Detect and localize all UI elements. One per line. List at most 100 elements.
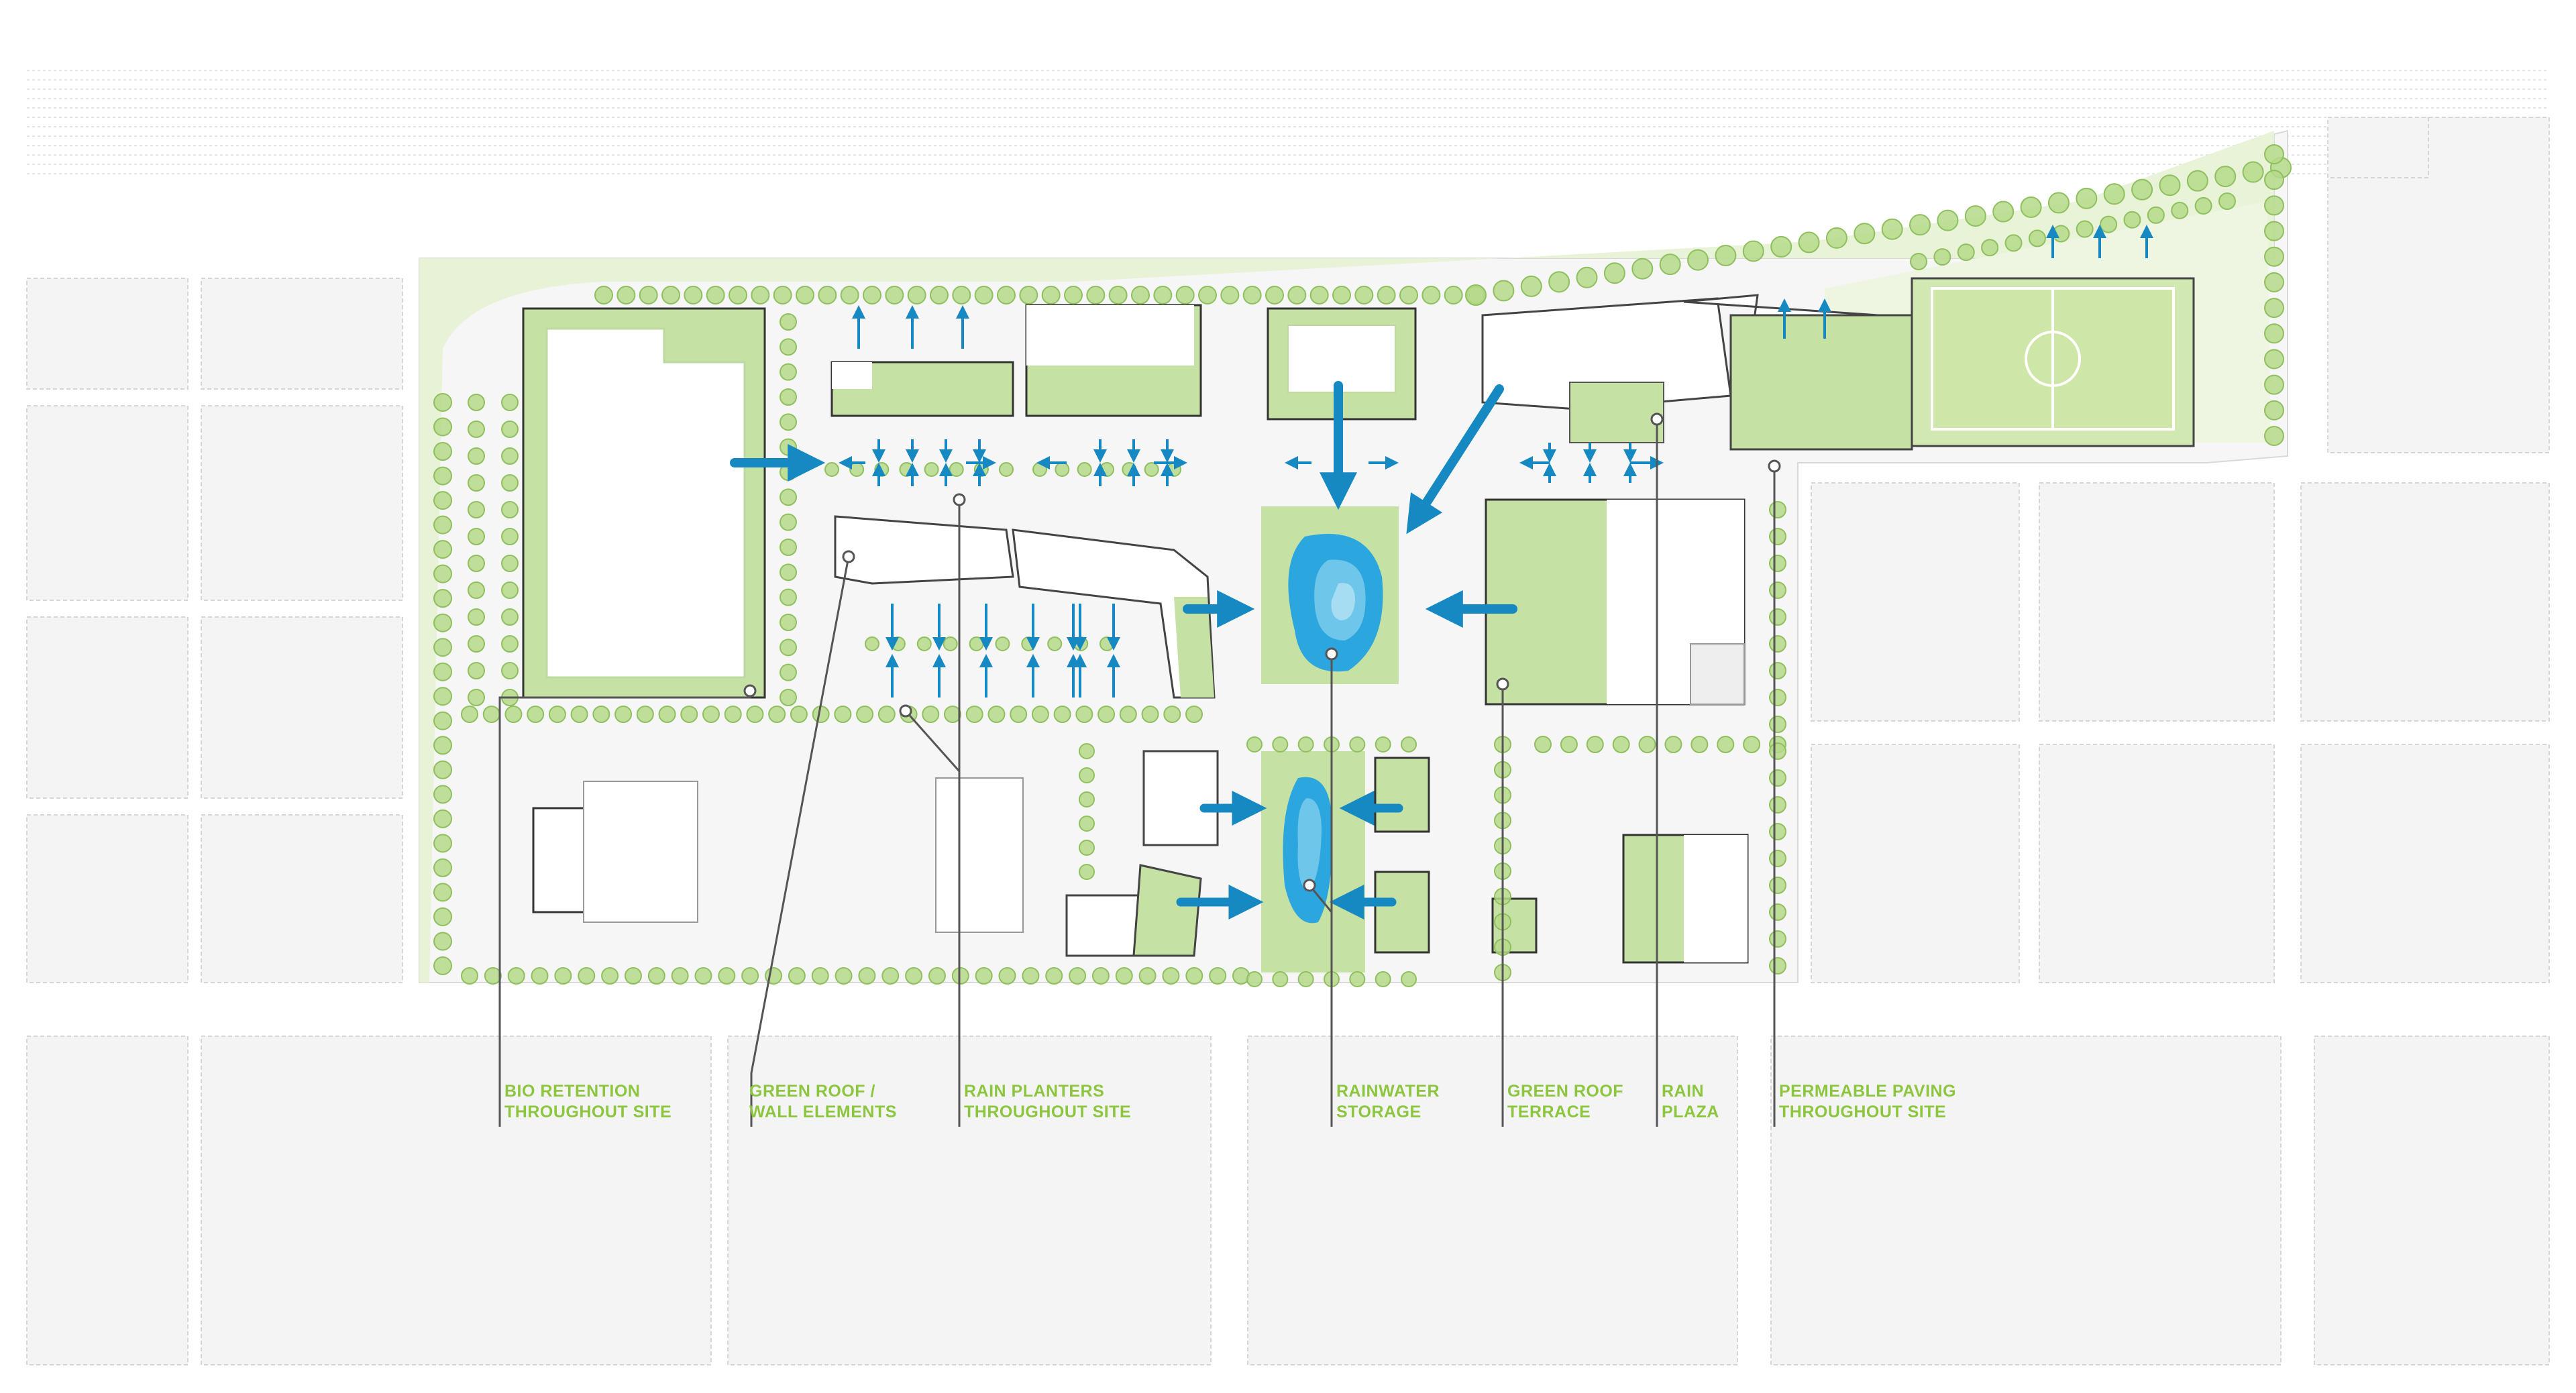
tree xyxy=(997,286,1016,304)
tree xyxy=(1079,816,1095,832)
tree xyxy=(1163,706,1181,723)
tree xyxy=(661,286,680,304)
tree xyxy=(849,462,865,477)
context-blocks-right xyxy=(1811,117,2550,983)
tree xyxy=(1401,736,1417,753)
tree xyxy=(1933,248,1951,266)
tree xyxy=(433,417,452,437)
tree xyxy=(1047,636,1063,651)
tree xyxy=(2264,144,2284,164)
tree xyxy=(2264,298,2284,319)
tree xyxy=(2218,192,2236,210)
tree xyxy=(433,932,452,951)
tree xyxy=(780,663,797,681)
tree xyxy=(877,706,896,723)
tree xyxy=(1185,706,1203,723)
tree xyxy=(1742,240,1764,262)
tree xyxy=(1769,930,1786,948)
tree xyxy=(1964,205,1986,227)
tree xyxy=(2264,400,2284,421)
tree xyxy=(468,421,485,438)
tree xyxy=(468,662,485,679)
tree xyxy=(1534,736,1552,753)
tree xyxy=(724,706,742,723)
tree xyxy=(1287,286,1307,304)
tree xyxy=(1099,636,1114,651)
tree xyxy=(614,706,633,723)
callout-line1: GREEN ROOF xyxy=(1507,1082,1624,1101)
tree xyxy=(916,636,932,651)
tree xyxy=(468,581,485,599)
tree xyxy=(718,967,736,985)
tree xyxy=(570,706,588,723)
tree xyxy=(1981,239,1999,257)
tree xyxy=(922,706,940,723)
tree xyxy=(1309,286,1329,304)
tree xyxy=(1957,243,1975,262)
tree xyxy=(1769,581,1786,599)
tree xyxy=(2171,201,2189,219)
tree xyxy=(907,286,926,304)
tree xyxy=(2264,195,2284,216)
tree xyxy=(2076,220,2094,238)
tree xyxy=(501,421,519,438)
callout-line2: TERRACE xyxy=(1507,1103,1591,1121)
callout-line1: GREEN ROOF / xyxy=(749,1082,875,1101)
tree xyxy=(1603,262,1625,284)
tree xyxy=(1798,231,1820,254)
tree xyxy=(930,286,949,304)
tree xyxy=(1349,736,1366,753)
callout-green-roof-wall: GREEN ROOF / WALL ELEMENTS xyxy=(749,1081,897,1123)
tree xyxy=(1272,971,1289,987)
tree xyxy=(501,608,519,626)
tree xyxy=(1064,286,1083,304)
tree xyxy=(1375,736,1391,753)
tree xyxy=(2264,170,2284,190)
tree xyxy=(433,711,452,730)
tree xyxy=(594,286,613,304)
tree xyxy=(548,706,566,723)
tree xyxy=(987,706,1006,723)
tree xyxy=(1910,253,1927,270)
callout-line2: THROUGHOUT SITE xyxy=(504,1103,672,1121)
tree xyxy=(694,967,712,985)
tree xyxy=(433,540,452,559)
tree xyxy=(2100,215,2118,233)
tree xyxy=(433,809,452,828)
tree xyxy=(531,967,549,985)
tree xyxy=(1246,736,1263,753)
tree xyxy=(1769,555,1786,572)
tree xyxy=(592,706,610,723)
tree xyxy=(780,513,797,531)
tree xyxy=(1141,706,1159,723)
tree xyxy=(2159,174,2181,197)
tree xyxy=(943,636,958,651)
tree xyxy=(1769,662,1786,679)
tree xyxy=(433,956,452,975)
tree xyxy=(973,462,989,477)
tree xyxy=(501,474,519,492)
tree xyxy=(433,907,452,926)
tree xyxy=(1153,286,1173,304)
rainwater-storage-ponds xyxy=(1261,506,1399,972)
tree xyxy=(741,967,759,985)
tree xyxy=(658,706,676,723)
tree xyxy=(1769,796,1786,814)
tree xyxy=(468,501,485,518)
tree xyxy=(671,967,689,985)
tree xyxy=(1079,840,1095,856)
tree xyxy=(1185,967,1203,985)
tree xyxy=(433,638,452,657)
tree xyxy=(1079,864,1095,880)
tree xyxy=(433,564,452,583)
tree xyxy=(1375,971,1391,987)
tree xyxy=(865,636,879,651)
tree xyxy=(2264,221,2284,241)
tree xyxy=(1576,266,1598,288)
tree xyxy=(484,967,502,985)
tree xyxy=(995,636,1010,651)
tree xyxy=(433,760,452,779)
tree xyxy=(780,338,797,356)
callout-line1: RAIN xyxy=(1662,1082,1705,1101)
